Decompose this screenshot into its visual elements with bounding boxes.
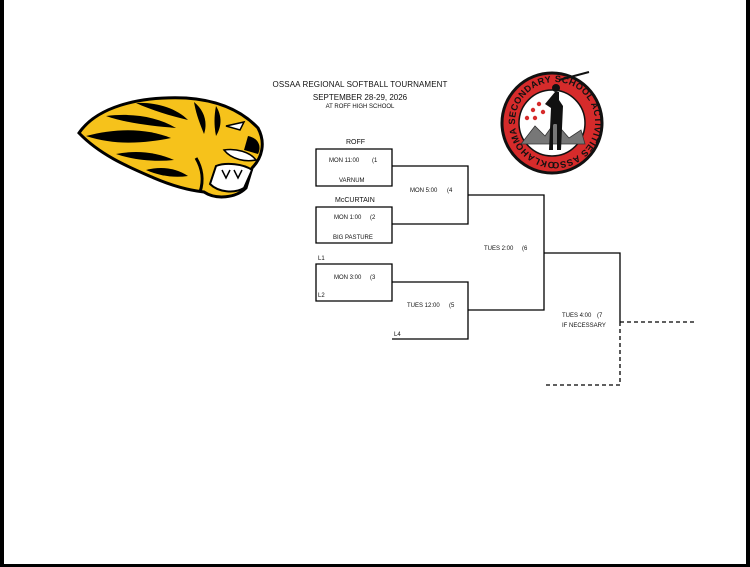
game-4-number: (4	[447, 188, 453, 194]
page-border-right	[746, 0, 750, 567]
game-5-number: (5	[449, 303, 455, 309]
game-5-box	[392, 281, 469, 340]
game-3-number: (3	[370, 275, 376, 281]
game-3-bottom-team: L2	[318, 293, 325, 299]
game-4-time: MON 5:00	[410, 188, 438, 194]
game-2-box	[315, 206, 393, 244]
page-border-bottom	[0, 564, 750, 567]
tiger-logo-icon	[77, 96, 264, 199]
ossaa-seal-icon: OKLAHOMA SECONDARY SCHOOL ACTIVITIES ASS…	[495, 66, 604, 175]
game-3-top-team: L1	[318, 256, 325, 262]
game-4-box	[392, 165, 469, 225]
game-1-time: MON 11:00	[329, 158, 360, 164]
game-2-bottom-team: BIG PASTURE	[333, 235, 373, 241]
tournament-dates: SEPTEMBER 28-29, 2026	[312, 93, 408, 102]
game-2-number: (2	[370, 215, 376, 221]
game-6-box	[468, 194, 545, 311]
game-3-time: MON 3:00	[334, 275, 362, 281]
game-7-box	[544, 252, 621, 322]
game-2-top-team: McCURTAIN	[335, 197, 375, 204]
game-1-number: (1	[372, 158, 378, 164]
game-7-note: IF NECESSARY	[562, 323, 606, 329]
game-1-top-team: ROFF	[346, 139, 366, 146]
game-5-bottom-team: L4	[394, 332, 401, 338]
game-6-time: TUES 2:00	[484, 246, 514, 252]
game-3-box	[315, 263, 393, 302]
game-7-time: TUES 4:00	[562, 313, 592, 319]
game-6-number: (6	[522, 246, 528, 252]
game-2-time: MON 1:00	[334, 215, 362, 221]
tournament-location: AT ROFF HIGH SCHOOL	[325, 104, 395, 110]
page-border-left	[0, 0, 4, 567]
game-7-number: (7	[597, 313, 603, 319]
game-7-dashed-lower	[544, 322, 621, 386]
tournament-title: OSSAA REGIONAL SOFTBALL TOURNAMENT	[272, 80, 448, 89]
game-5-time: TUES 12:00	[407, 303, 440, 309]
game-1-bottom-team: VARNUM	[339, 178, 365, 184]
game-1-box	[315, 148, 393, 187]
